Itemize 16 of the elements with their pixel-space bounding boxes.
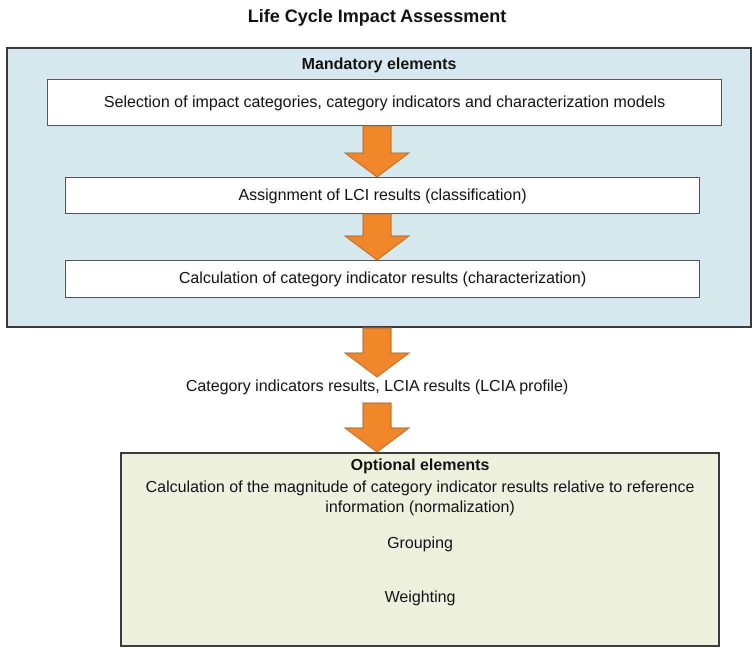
panel-text: Weighting bbox=[384, 588, 456, 608]
panel-heading: Optional elements bbox=[350, 456, 490, 476]
panel-heading: Mandatory elements bbox=[302, 55, 456, 75]
panel-text: Grouping bbox=[387, 534, 453, 554]
block-arrow bbox=[344, 328, 410, 378]
block-arrow bbox=[344, 402, 410, 453]
process-box: Selection of impact categories, category indicators and characterization models bbox=[47, 79, 722, 126]
optional-panel bbox=[120, 452, 720, 647]
process-box: Calculation of category indicator results (characterization) bbox=[65, 260, 700, 298]
block-arrow bbox=[344, 214, 410, 261]
panel-text: Calculation of the magnitude of category indicator results relative to reference information (normalization) bbox=[144, 478, 696, 518]
process-box: Assignment of LCI results (classification) bbox=[65, 177, 700, 214]
diagram-title: Life Cycle Impact Assessment bbox=[246, 6, 508, 27]
block-arrow bbox=[344, 126, 410, 178]
mandatory-panel bbox=[6, 47, 752, 328]
result-text: Category indicators results, LCIA results (LCIA profile) bbox=[186, 377, 568, 397]
